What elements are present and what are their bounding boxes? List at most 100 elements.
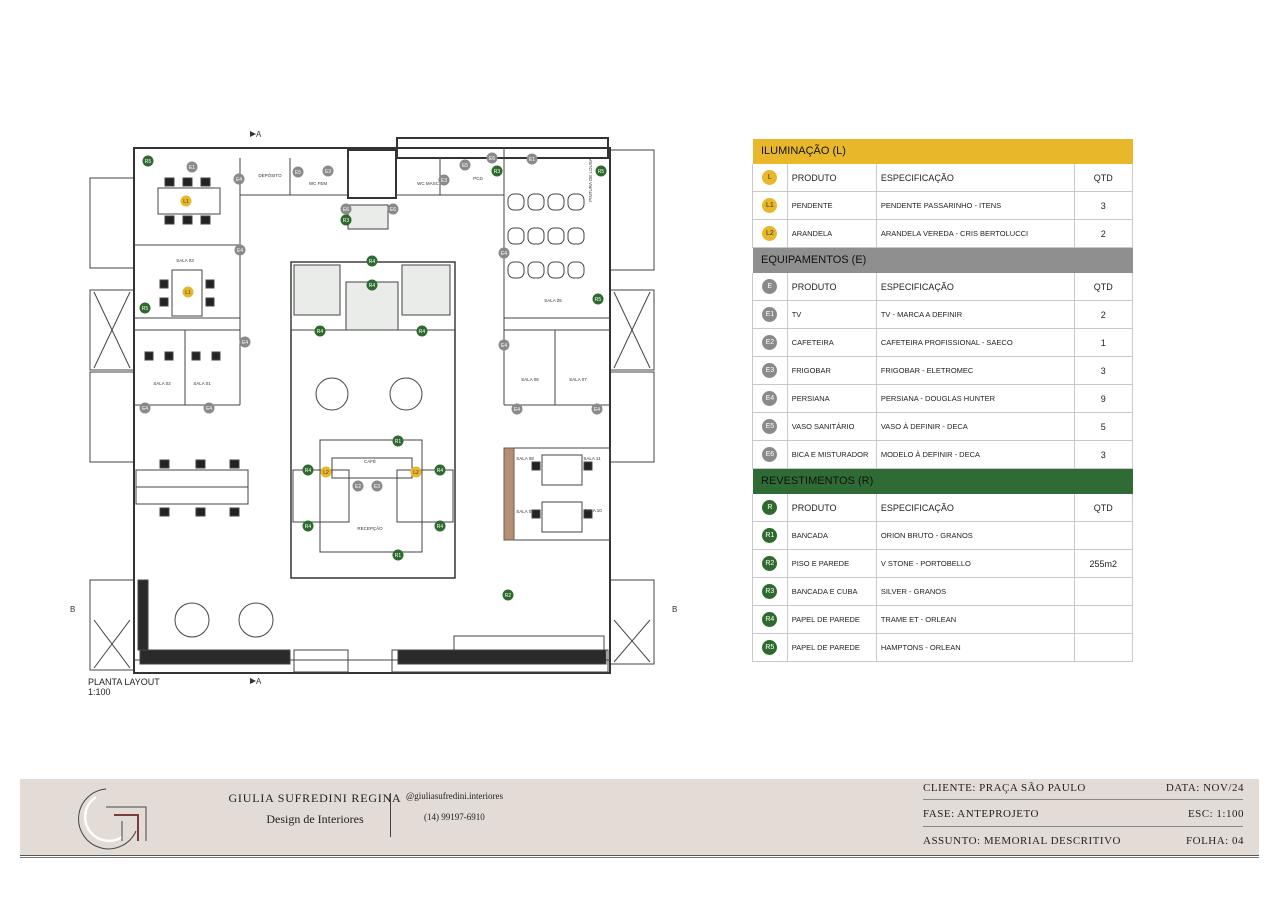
svg-text:L1: L1 — [183, 199, 189, 205]
svg-text:E6: E6 — [489, 156, 495, 162]
legend-qtd-cell: 255m2 — [1073, 549, 1134, 578]
svg-text:R1: R1 — [395, 553, 402, 559]
svg-text:E4: E4 — [142, 406, 148, 412]
svg-text:E4: E4 — [514, 407, 520, 413]
legend-code-cell: R5 — [752, 633, 788, 662]
svg-text:E5: E5 — [295, 170, 301, 176]
item-code-badge-icon: E3 — [762, 363, 778, 378]
column-header-product: PRODUTO — [786, 272, 877, 301]
svg-text:RECEPÇÃO: RECEPÇÃO — [357, 525, 383, 531]
footer-divider — [390, 793, 391, 837]
svg-text:A: A — [256, 677, 262, 686]
svg-text:E6: E6 — [343, 207, 349, 213]
svg-text:SALA 05: SALA 05 — [544, 298, 562, 303]
legend-code-cell: R1 — [752, 521, 788, 550]
legend-qtd-cell — [1073, 521, 1134, 550]
item-code-badge-icon: E4 — [762, 391, 778, 406]
svg-text:E4: E4 — [206, 406, 212, 412]
svg-text:E4: E4 — [501, 251, 507, 257]
svg-text:R5: R5 — [595, 297, 602, 303]
item-code-badge-icon: E6 — [762, 447, 778, 462]
column-header-qtd: QTD — [1073, 163, 1134, 192]
item-code-badge-icon: R5 — [762, 640, 778, 655]
footer-bottom-rule — [20, 857, 1259, 858]
phone-number: (14) 99197-6910 — [424, 812, 485, 822]
svg-text:R5: R5 — [598, 169, 605, 175]
svg-text:E4: E4 — [242, 340, 248, 346]
svg-text:L2: L2 — [413, 470, 419, 476]
designer-name: GIULIA SUFREDINI REGINA — [228, 791, 402, 805]
legend-section-header: EQUIPAMENTOS (E) — [752, 247, 1133, 273]
svg-text:L1: L1 — [185, 290, 191, 296]
lighting-tags: L1 L1 L2 L2 — [180, 195, 422, 478]
client-label: CLIENTE: PRAÇA SÃO PAULO — [923, 782, 1086, 794]
svg-text:SALA 02: SALA 02 — [153, 381, 171, 386]
svg-text:E3: E3 — [374, 484, 380, 490]
legend-category-cell: L — [752, 163, 788, 192]
item-code-badge-icon: E1 — [762, 307, 778, 322]
legend-qtd-cell: 2 — [1073, 219, 1134, 248]
item-code-badge-icon: L2 — [762, 226, 778, 241]
legend-code-cell: E4 — [752, 384, 788, 413]
legend-code-cell: E3 — [752, 356, 788, 385]
legend-section-header: REVESTIMENTOS (R) — [752, 468, 1133, 494]
svg-text:B: B — [672, 605, 677, 614]
svg-text:WC MASC: WC MASC — [417, 181, 439, 186]
legend-qtd-cell: 2 — [1073, 300, 1134, 329]
legend-spec-cell: HAMPTONS - ORLEAN — [875, 633, 1075, 662]
legend-code-cell: R4 — [752, 605, 788, 634]
svg-text:E4: E4 — [501, 343, 507, 349]
legend-spec-cell: ORION BRUTO - GRANOS — [875, 521, 1075, 550]
planters — [137, 204, 607, 665]
svg-text:SALA 11: SALA 11 — [583, 456, 601, 461]
legend-section-header: ILUMINAÇÃO (L) — [752, 138, 1133, 164]
legend-category-cell: R — [752, 493, 788, 522]
svg-text:E1: E1 — [189, 165, 195, 171]
svg-text:B: B — [70, 605, 75, 614]
svg-text:R4: R4 — [437, 468, 444, 474]
subject-label: ASSUNTO: MEMORIAL DESCRITIVO — [923, 835, 1121, 847]
item-code-badge-icon: E2 — [762, 335, 778, 350]
legend-qtd-cell: 9 — [1073, 384, 1134, 413]
svg-text:R3: R3 — [494, 169, 501, 175]
legend-spec-cell: VASO À DEFINIR - DECA — [875, 412, 1075, 441]
legend-code-cell: E2 — [752, 328, 788, 357]
svg-text:CAFÉ: CAFÉ — [364, 458, 376, 464]
svg-text:SALA 10: SALA 10 — [584, 508, 602, 513]
legend-spec-cell: TRAME ET - ORLEAN — [875, 605, 1075, 634]
legend-code-cell: L1 — [752, 191, 788, 220]
category-badge-icon: E — [762, 279, 778, 294]
sheet-label: FOLHA: 04 — [1186, 835, 1244, 847]
svg-text:R4: R4 — [369, 259, 376, 265]
item-code-badge-icon: R4 — [762, 612, 778, 627]
footer-rule — [923, 799, 1243, 800]
workstations-left — [135, 459, 249, 517]
svg-text:SALA 07: SALA 07 — [569, 377, 587, 382]
legend-code-cell: E5 — [752, 412, 788, 441]
svg-text:R4: R4 — [437, 524, 444, 530]
round-tables — [174, 377, 423, 638]
column-header-spec: ESPECIFICAÇÃO — [875, 163, 1075, 192]
legend-product-cell: BANCADA — [786, 521, 877, 550]
svg-text:E2: E2 — [355, 484, 361, 490]
svg-text:R4: R4 — [317, 329, 324, 335]
column-header-spec: ESPECIFICAÇÃO — [875, 493, 1075, 522]
legend-spec-cell: FRIGOBAR - ELETROMEC — [875, 356, 1075, 385]
equipment-tags: E1 E1 E2 E3 E3 E3 E4 E4 E4 E4 E4 E4 E4 E… — [139, 152, 603, 492]
section-markers: A A B B — [70, 130, 677, 686]
legend-qtd-cell — [1073, 605, 1134, 634]
column-header-qtd: QTD — [1073, 272, 1134, 301]
footer-rule — [923, 826, 1243, 827]
title-block: GIULIA SUFREDINI REGINA Design de Interi… — [20, 779, 1259, 856]
legend-qtd-cell: 3 — [1073, 356, 1134, 385]
svg-text:R5: R5 — [145, 159, 152, 165]
